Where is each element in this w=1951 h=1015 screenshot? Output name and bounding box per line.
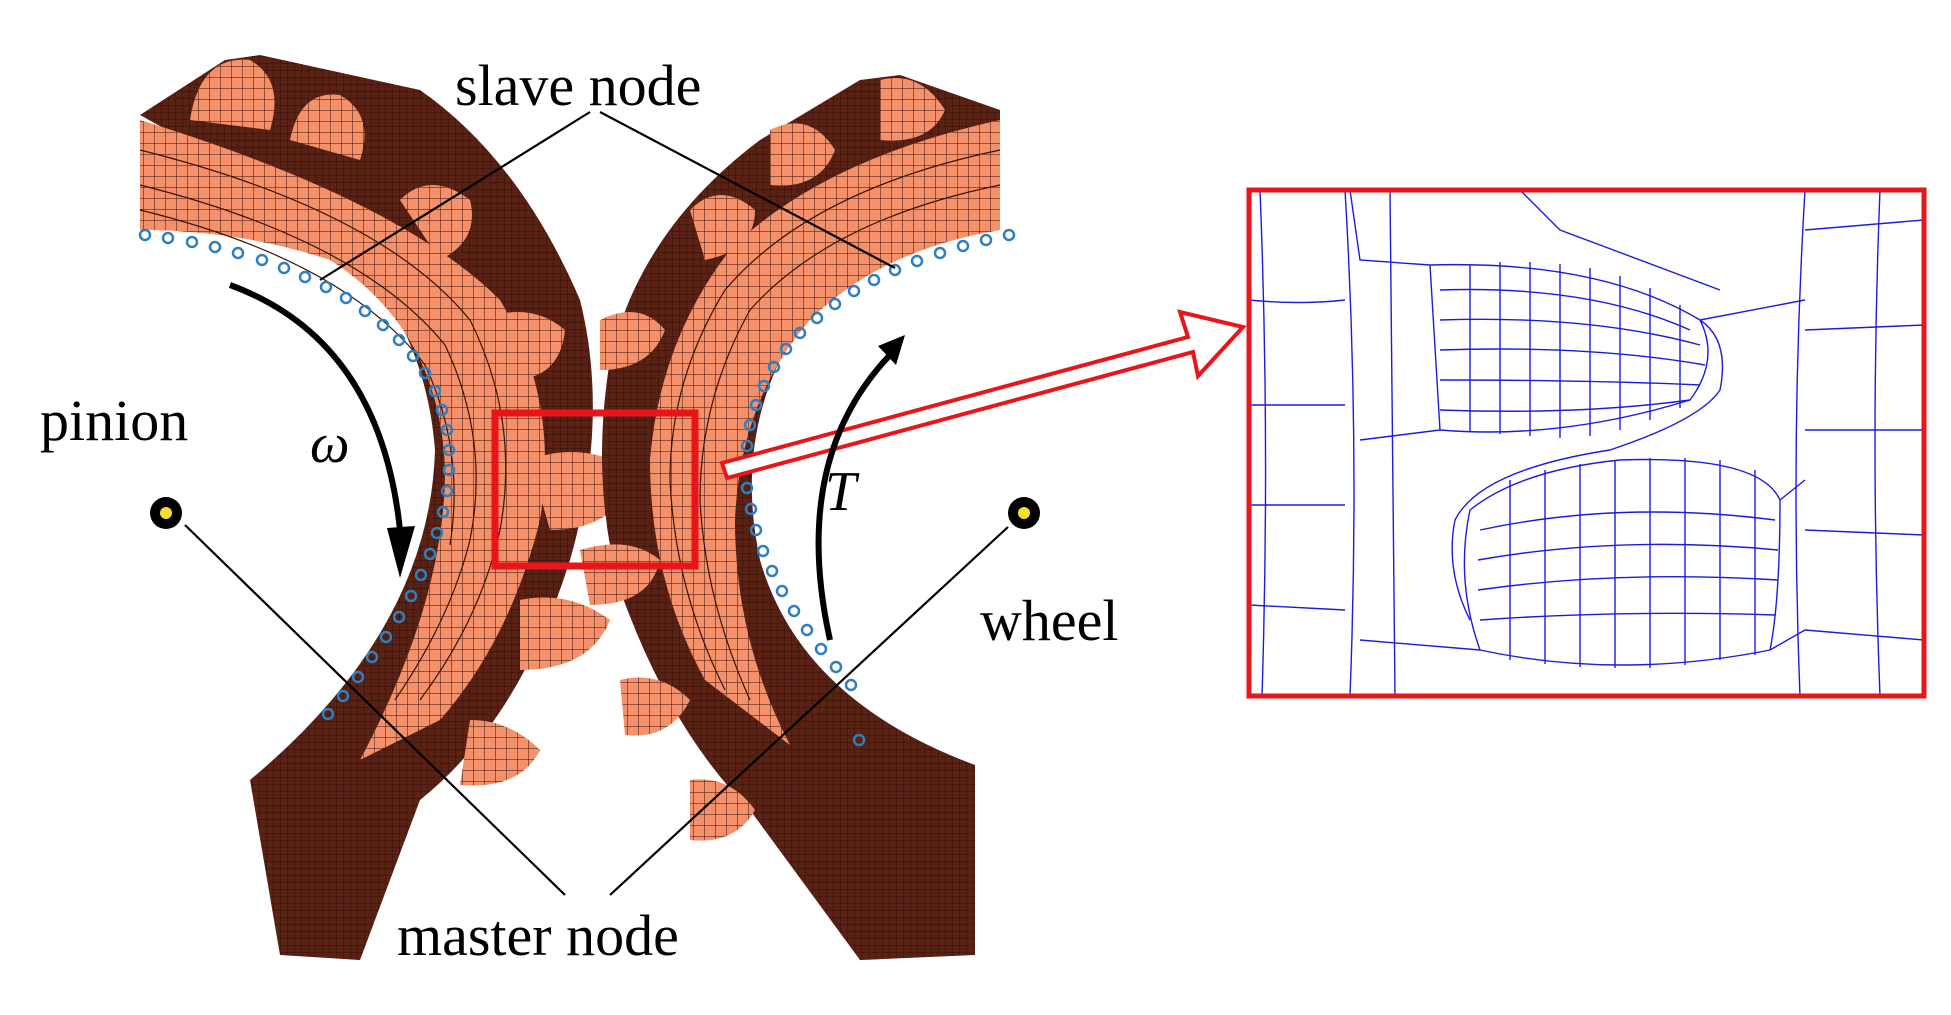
curved-arrow-icon — [815, 352, 893, 641]
pinion-label: pinion — [40, 388, 188, 453]
leader-lines — [184, 111, 1009, 896]
wheel-gear — [580, 75, 1016, 960]
curved-arrow-icon — [228, 282, 403, 531]
wheel-tooth — [620, 677, 690, 736]
pinion-tooth — [460, 720, 540, 786]
wheel-hub — [1008, 497, 1040, 529]
wheel-tooth — [690, 779, 755, 841]
wheel-tooth — [580, 544, 660, 605]
pinion-tooth — [290, 94, 365, 160]
omega-label: ω — [310, 413, 350, 475]
curved-arrow-head-omega — [387, 526, 415, 578]
hollow-arrow-icon — [719, 309, 1247, 481]
master-node-label: master node — [397, 903, 679, 968]
pinion-hub — [150, 497, 182, 529]
pinion-tooth — [190, 59, 275, 130]
wheel-tooth — [770, 123, 835, 186]
pinion-band-light — [140, 120, 545, 760]
torque-label: T — [825, 461, 860, 523]
wheel-tooth — [880, 78, 945, 141]
contact-zone-frame — [491, 409, 699, 570]
wheel-slave-nodes — [739, 228, 1016, 747]
pinion-tooth — [480, 312, 565, 380]
wheel-coarse-mesh — [669, 149, 1001, 701]
zoom-inset-frame — [1246, 187, 1927, 699]
zoom-mesh — [1249, 190, 1924, 696]
slave-node-label: slave node — [455, 53, 701, 118]
pinion-slave-nodes — [138, 228, 456, 721]
wheel-tooth — [690, 195, 755, 260]
pinion-tooth — [520, 597, 610, 670]
wheel-tooth — [600, 312, 665, 370]
curved-arrow-head-torque — [878, 335, 905, 365]
pinion-gear — [138, 55, 635, 960]
pinion-tooth — [400, 185, 472, 260]
zoom-inset — [1246, 187, 1927, 699]
wheel-label: wheel — [980, 588, 1119, 653]
pinion-coarse-mesh — [139, 149, 507, 701]
